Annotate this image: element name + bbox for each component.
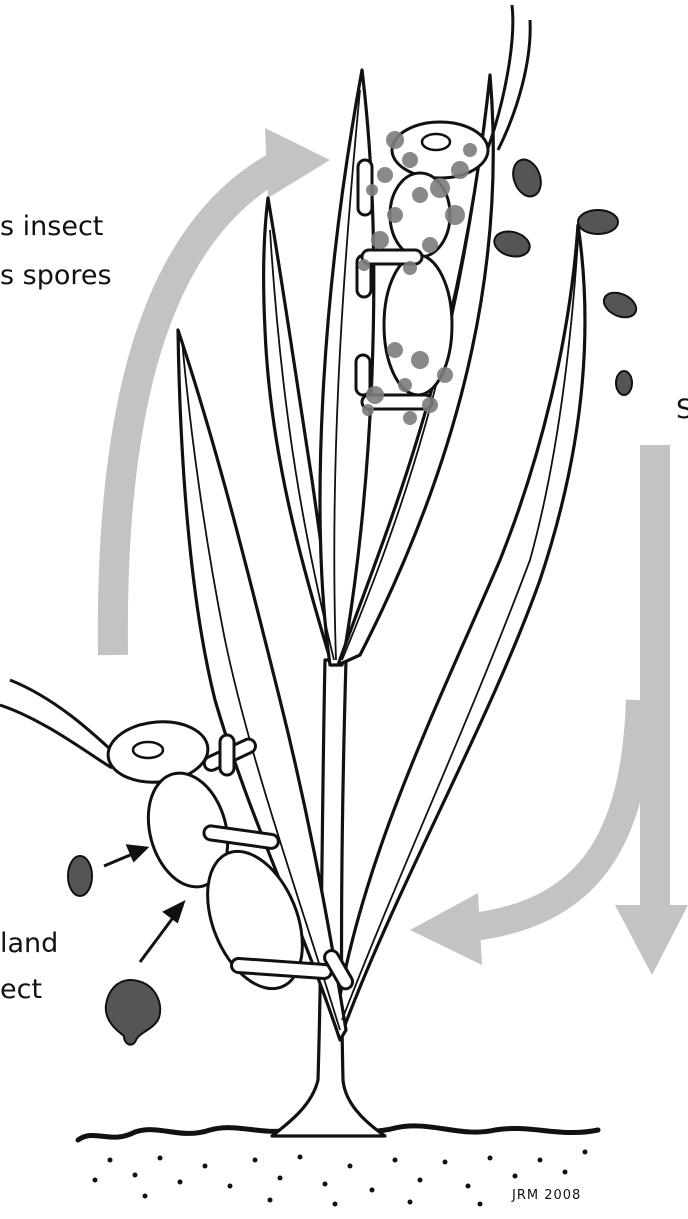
label-right-cut: S — [676, 396, 688, 423]
plant — [178, 70, 585, 1136]
spore — [68, 856, 92, 896]
artist-signature: JRM 2008 — [512, 1188, 581, 1203]
label-top-left-line2: s spores — [0, 262, 112, 289]
return-arrow-shaft — [465, 700, 640, 928]
spore-germinating — [106, 980, 160, 1045]
left-arrowhead — [410, 893, 482, 965]
insect-lower-eye — [133, 742, 163, 758]
label-top-left-line1: s insect — [0, 213, 103, 240]
spore — [492, 228, 533, 260]
antennae-upper — [488, 5, 530, 150]
antennae-lower — [0, 680, 122, 768]
spore — [616, 371, 632, 395]
label-bottom-left-line2: ect — [0, 976, 42, 1003]
up-arrowhead — [265, 128, 330, 198]
insect-upper-leg-3 — [356, 355, 370, 395]
spore — [578, 210, 618, 234]
insect-upper-eye — [422, 134, 450, 150]
infected-insect — [356, 5, 530, 425]
spore — [600, 288, 640, 322]
spore — [508, 156, 545, 201]
label-bottom-left-line1: land — [0, 930, 58, 957]
down-arrowhead — [615, 905, 688, 975]
insect-lower-leg-4 — [220, 735, 234, 775]
landing-spores — [68, 846, 183, 1045]
